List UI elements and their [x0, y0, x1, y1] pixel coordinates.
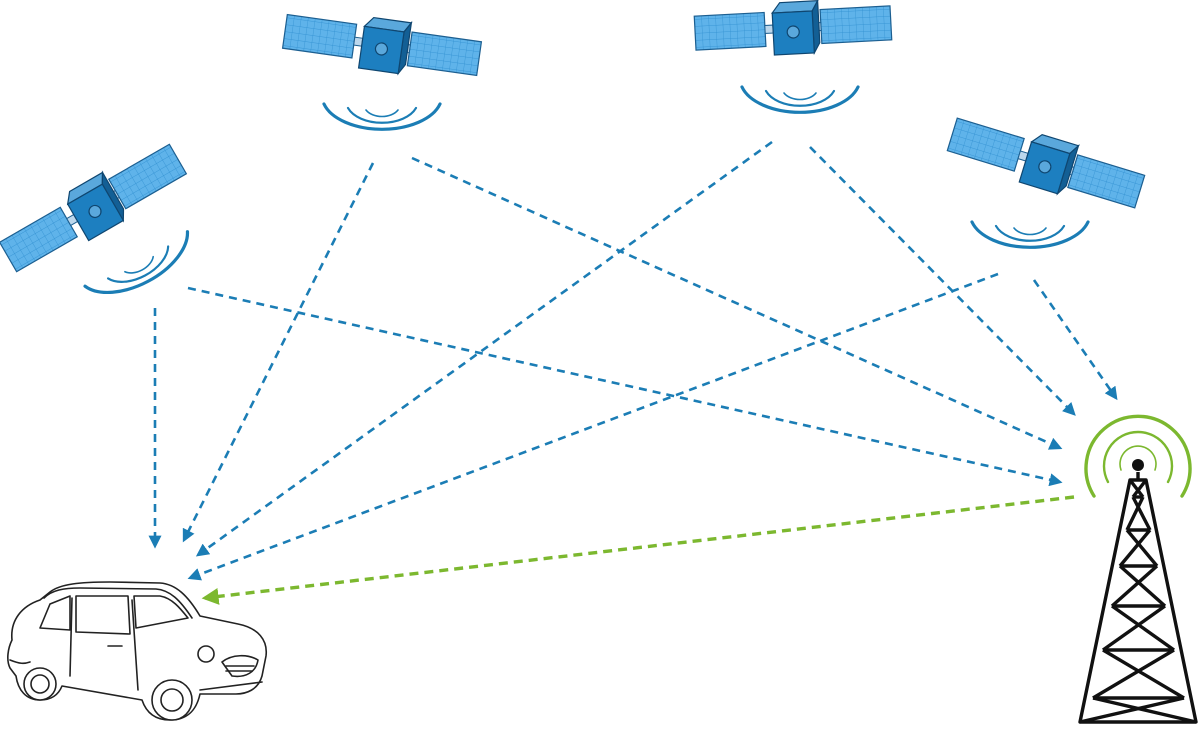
arrow-sat-3-to-ground-station [809, 146, 1076, 416]
satellite-4 [944, 108, 1148, 249]
arrow-sat-2-to-car [182, 162, 375, 543]
satellite-3 [693, 0, 893, 114]
satellite-1 [0, 135, 201, 311]
car-icon [7, 581, 267, 721]
signal-waves-icon [83, 230, 201, 311]
satellite-2 [280, 5, 484, 131]
connection-arrows [148, 140, 1118, 605]
arrow-sat-3-to-car [195, 140, 773, 557]
satellite-icon [280, 5, 484, 85]
arrow-sat-2-to-ground-station [411, 156, 1063, 450]
satellite-icon [944, 108, 1148, 218]
arrow-sat-4-to-ground-station [1032, 279, 1118, 401]
signal-waves-icon [970, 220, 1090, 249]
broadcast-waves-icon [1084, 414, 1192, 498]
arrow-ground-station-to-car [201, 495, 1075, 605]
signal-waves-icon [322, 102, 442, 131]
radio-tower-icon [1078, 459, 1198, 724]
ground-station [1078, 414, 1198, 724]
arrow-sat-4-to-car [187, 272, 999, 581]
signal-waves-icon [740, 85, 860, 114]
satellite-icon [0, 135, 192, 281]
satellite-icon [693, 0, 893, 60]
arrow-sat-1-to-ground-station [187, 286, 1063, 487]
